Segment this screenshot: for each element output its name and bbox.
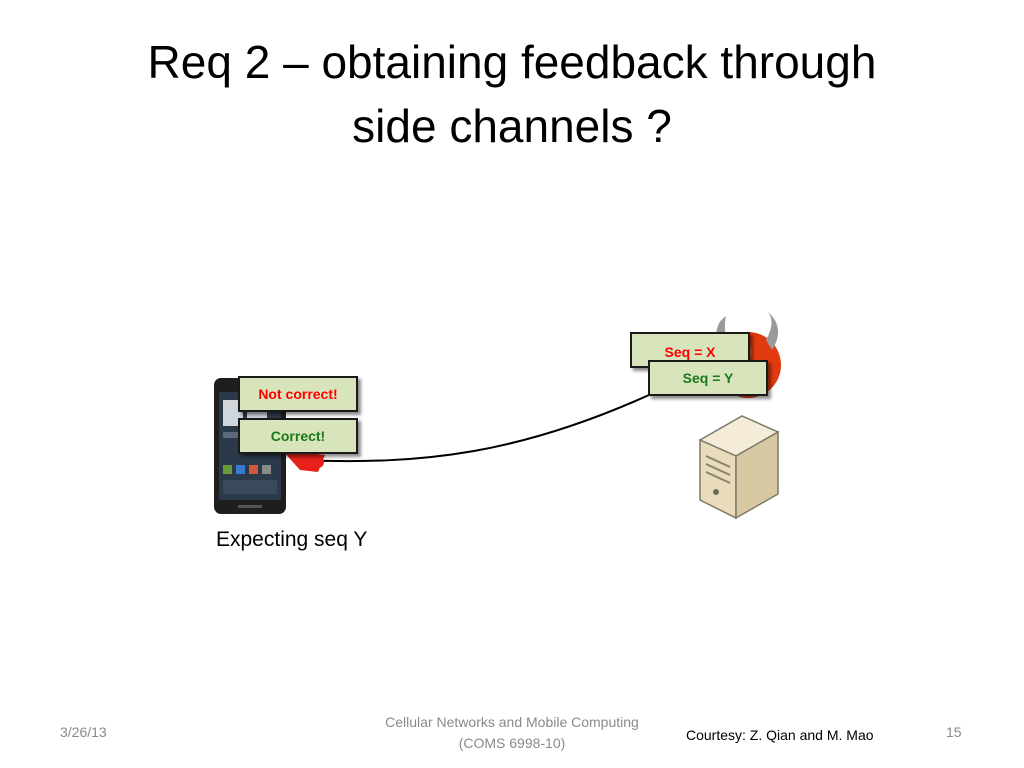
seq-y-label: Seq = Y — [682, 370, 734, 386]
seq-x-label: Seq = X — [664, 344, 716, 360]
slide-title: Req 2 – obtaining feedback through side … — [60, 30, 964, 158]
page-number: 15 — [946, 724, 962, 740]
footer-course-line-2: (COMS 6998-10) — [458, 735, 566, 751]
connection-line — [299, 389, 661, 463]
splash-icon — [282, 450, 325, 472]
title-line-1: Req 2 – obtaining feedback through — [147, 36, 877, 88]
not-correct-label: Not correct! — [258, 386, 338, 402]
footer-course-line-1: Cellular Networks and Mobile Computing — [385, 714, 639, 730]
not-correct-message: Not correct! — [238, 376, 358, 412]
footer-courtesy: Courtesy: Z. Qian and M. Mao — [686, 727, 874, 743]
server-icon — [698, 415, 780, 520]
seq-y-packet: Seq = Y — [648, 360, 768, 396]
footer-course: Cellular Networks and Mobile Computing (… — [352, 712, 672, 754]
footer-date: 3/26/13 — [60, 724, 107, 740]
title-line-2: side channels ? — [352, 100, 672, 152]
correct-message: Correct! — [238, 418, 358, 454]
phone-caption: Expecting seq Y — [216, 528, 368, 551]
correct-label: Correct! — [270, 428, 326, 444]
